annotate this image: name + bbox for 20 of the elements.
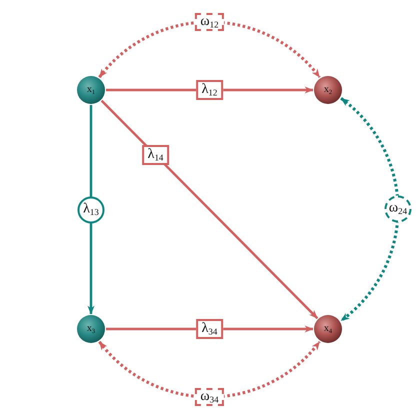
node-label: x$_{1}$ (86, 85, 96, 95)
sphere-node (77, 315, 105, 343)
sphere-node (314, 76, 342, 104)
node-label: x$_{3}$ (86, 324, 96, 334)
edge-label: λ$_{13}$ (78, 196, 104, 223)
sphere-node (314, 315, 342, 343)
edge-label: λ$_{34}$ (196, 319, 224, 339)
edge-label: ω$_{24}$ (384, 196, 412, 223)
edge-label: λ$_{14}$ (142, 145, 170, 166)
node-label: x$_{4}$ (324, 324, 332, 334)
edge-label: ω$_{12}$ (195, 12, 224, 31)
dotted-curved-arrow (98, 340, 321, 398)
node-label: x$_{2}$ (324, 85, 332, 95)
dotted-curved-arrow (340, 97, 400, 322)
edge-label: ω$_{34}$ (195, 388, 224, 406)
arrow (100, 100, 318, 320)
edge-label: λ$_{12}$ (196, 80, 224, 100)
sphere-node (77, 76, 105, 104)
dotted-curved-arrow (98, 20, 321, 78)
arrow (88, 105, 94, 314)
